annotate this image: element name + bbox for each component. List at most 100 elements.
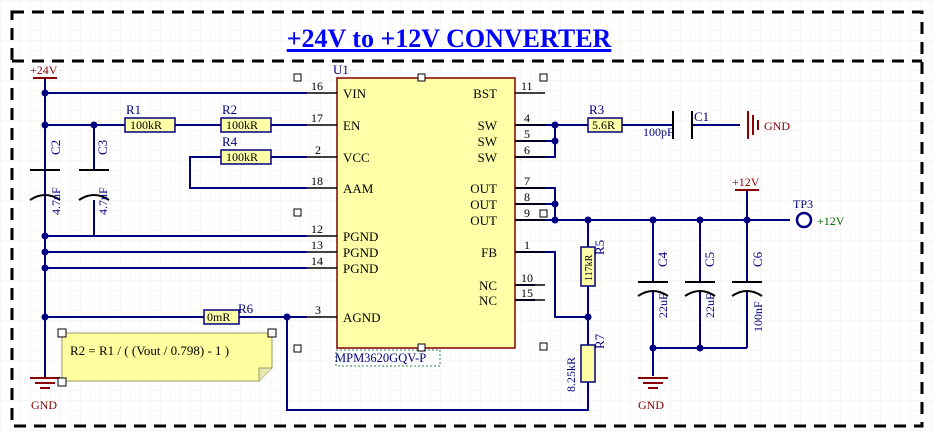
pin-name: PGND [343,261,378,276]
pin-number: 3 [315,303,321,317]
pin-number: 5 [524,127,530,141]
junction-dot [584,313,592,321]
pin-number: 6 [524,143,530,157]
pin-number: 7 [524,174,530,188]
net-label: +12V [817,214,845,228]
resistor-r1[interactable]: 100kR R1 [124,102,176,133]
gnd-symbol-right[interactable]: GND [747,111,790,139]
capacitor-c6[interactable]: C6 100nF [731,251,765,332]
schematic-title: +24V to +12V CONVERTER [287,24,612,53]
capacitor-ref: C5 [702,252,717,267]
resistor-r2[interactable]: 100kR R2 [220,102,272,133]
capacitor-value: 4.7uF [49,187,63,215]
pin-name: FB [481,245,497,260]
pin-name: OUT [470,181,497,196]
pin-number: 8 [524,190,530,204]
power-port-12v[interactable]: +12V [732,175,760,191]
junction-dot [649,216,657,224]
capacitor-c4[interactable]: C4 22uF [637,251,670,318]
resistor-r6[interactable]: 0mR R6 [203,301,254,325]
gnd-label: GND [638,398,664,412]
note-marker [57,328,67,338]
resistor-value: 5.6R [592,118,615,132]
pin-name: PGND [343,245,378,260]
junction-dot [696,344,704,352]
pin-number: 4 [524,111,530,125]
pin-name: SW [478,150,498,165]
sheet-frame [10,10,924,428]
resistor-value: 8.25kR [564,357,578,392]
testpoint-ref: TP3 [793,197,813,211]
junction-dot [41,89,49,97]
pin-number: 12 [311,222,323,236]
ic-u1[interactable]: U1 MPM3620GQV-P 16 17 2 18 12 13 14 3 VI… [307,62,545,367]
gnd-symbol-left[interactable]: GND [30,368,60,412]
capacitor-c1[interactable]: C1 100pF [643,109,709,139]
note-marker [57,377,67,387]
pin-number: 13 [311,238,323,252]
capacitor-c3[interactable]: C3 4.7uF [78,140,110,215]
pin-name: EN [343,118,361,133]
ic-left-pins: 16 17 2 18 12 13 14 3 VIN EN VCC AAM PGN… [307,79,381,325]
junction-dot [41,248,49,256]
resistor-r3[interactable]: 5.6R R3 [587,102,623,133]
capacitor-c5[interactable]: C5 22uF [684,252,717,318]
capacitor-value: 22uF [656,293,670,318]
ic-part-number: MPM3620GQV-P [335,351,426,365]
capacitor-ref: C6 [750,251,765,267]
resistor-ref: R6 [238,301,254,316]
junction-dot [41,232,49,240]
ic-part-box [335,349,441,367]
pin-name: OUT [470,213,497,228]
pin-name: SW [478,134,498,149]
junction-dot [90,121,98,129]
power-label: +12V [732,175,760,189]
resistor-r4[interactable]: 100kR R4 [220,134,272,165]
pin-number: 15 [521,286,533,300]
pin-number: 17 [311,111,323,125]
formula-note[interactable]: R2 = R1 / ( (Vout / 0.798) - 1 ) [57,328,277,387]
junction-dot [41,313,49,321]
capacitor-ref: C3 [95,140,110,155]
testpoint-tp3[interactable]: TP3 +12V [793,197,845,229]
junction-dot [41,264,49,272]
pin-number: 16 [311,79,323,93]
ic-right-pins: 11 4 5 6 7 8 9 1 10 15 BST SW SW SW OUT … [470,79,545,308]
pin-number: 9 [524,206,530,220]
resistor-ref: R2 [222,102,237,117]
pin-number: 14 [311,254,323,268]
gnd-symbol-bottom[interactable]: GND [638,377,668,412]
resistor-value: 117kR [584,254,595,281]
capacitor-value: 100pF [643,125,674,139]
resistor-ref: R3 [589,102,604,117]
gnd-label: GND [31,398,57,412]
note-marker [267,328,277,338]
ic-marker [417,343,426,352]
junction-dots [41,89,751,352]
pin-name: NC [479,293,497,308]
resistor-value: 100kR [226,150,258,164]
capacitor-value: 4.7uF [96,187,110,215]
resistor-ref: R5 [592,240,607,255]
pin-markers [293,73,548,353]
capacitor-ref: C2 [48,140,63,155]
resistor-r5[interactable]: 117kR R5 [580,240,607,287]
junction-dot [584,216,592,224]
note-text: R2 = R1 / ( (Vout / 0.798) - 1 ) [70,343,229,358]
resistor-ref: R1 [126,102,141,117]
capacitor-value: 22uF [703,293,717,318]
pin-name: BST [473,86,497,101]
ic-body [336,77,516,349]
power-port-24v[interactable]: +24V [30,63,58,79]
junction-dot [551,200,559,208]
pin-number: 11 [521,79,533,93]
capacitor-ref: C1 [694,109,709,124]
capacitor-c2[interactable]: C2 4.7uF [29,125,63,215]
pin-name: SW [478,118,498,133]
pin-number: 10 [521,271,533,285]
junction-dot [696,216,704,224]
junction-dot [649,344,657,352]
pin-number: 1 [524,238,530,252]
resistor-r7[interactable]: 8.25kR R7 [564,333,607,392]
